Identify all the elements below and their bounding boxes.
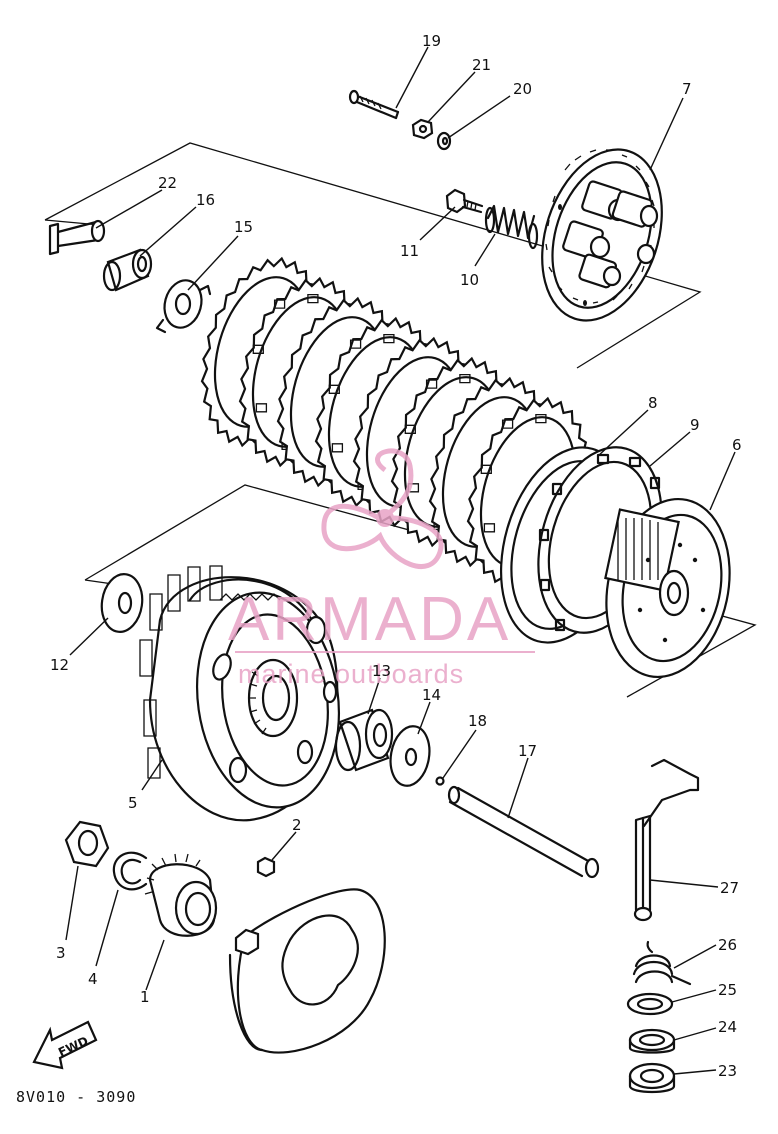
part-7-pressure-plate <box>541 148 663 322</box>
callout-14: 14 <box>422 686 441 704</box>
part-15-lock-washer <box>155 279 212 334</box>
callout-10: 10 <box>460 271 479 289</box>
part-25-washer <box>626 992 674 1016</box>
part-17-push-rod <box>447 785 600 879</box>
forward-direction-arrow: FWD <box>32 1020 98 1070</box>
part-21-nut <box>411 118 434 140</box>
watermark-logo-icon <box>321 448 444 569</box>
callout-19: 19 <box>422 32 441 50</box>
callout-15: 15 <box>234 218 253 236</box>
callout-2: 2 <box>292 816 302 834</box>
callout-26: 26 <box>718 936 737 954</box>
watermark-brand: ARMADA <box>228 585 511 654</box>
part-6-clutch-boss <box>604 497 731 679</box>
callout-1: 1 <box>140 988 150 1006</box>
part-10-spring <box>484 204 539 250</box>
part-24-oil-seal <box>628 1028 676 1054</box>
callout-23: 23 <box>718 1062 737 1080</box>
callout-22: 22 <box>158 174 177 192</box>
callout-18: 18 <box>468 712 487 730</box>
callout-13: 13 <box>372 662 391 680</box>
callout-labels: 19 21 20 7 22 16 15 11 10 8 9 6 12 13 14… <box>50 32 742 1080</box>
callout-27: 27 <box>720 879 739 897</box>
part-2-key <box>256 856 276 878</box>
part-23-bearing <box>628 1062 676 1094</box>
callout-24: 24 <box>718 1018 737 1036</box>
part-14-washer <box>389 725 431 787</box>
part-20-washer <box>436 131 452 151</box>
callout-7: 7 <box>682 80 692 98</box>
callout-25: 25 <box>718 981 737 999</box>
part-5-clutch-housing <box>139 565 341 822</box>
drawing-code: 8V010 - 3090 <box>16 1088 136 1106</box>
callout-3: 3 <box>56 944 66 962</box>
part-4-lock-washer <box>112 851 148 891</box>
part-16-bushing <box>102 248 153 292</box>
callout-11: 11 <box>400 242 419 260</box>
callout-6: 6 <box>732 436 742 454</box>
callout-17: 17 <box>518 742 537 760</box>
watermark-tagline: marine outboards <box>238 659 464 689</box>
part-22-push-rod-shaft <box>48 219 106 256</box>
part-27-push-lever <box>633 758 700 922</box>
part-1-drive-gear <box>144 853 218 937</box>
callout-8: 8 <box>648 394 658 412</box>
callout-9: 9 <box>690 416 700 434</box>
watermark: ARMADA marine outboards <box>228 448 535 689</box>
callout-4: 4 <box>88 970 98 988</box>
part-13-collar <box>334 708 394 772</box>
callout-5: 5 <box>128 794 138 812</box>
primary-gear-cover <box>228 888 386 1054</box>
callout-12: 12 <box>50 656 69 674</box>
callout-leaders <box>65 46 736 1075</box>
part-26-return-spring <box>632 940 692 986</box>
callout-16: 16 <box>196 191 215 209</box>
part-18-ball <box>435 776 445 786</box>
callout-20: 20 <box>513 80 532 98</box>
part-12-thrust-washer <box>100 573 144 633</box>
part-3-nut <box>64 820 110 868</box>
part-19-bolt <box>348 89 400 120</box>
callout-21: 21 <box>472 56 491 74</box>
part-11-screw <box>445 188 484 214</box>
